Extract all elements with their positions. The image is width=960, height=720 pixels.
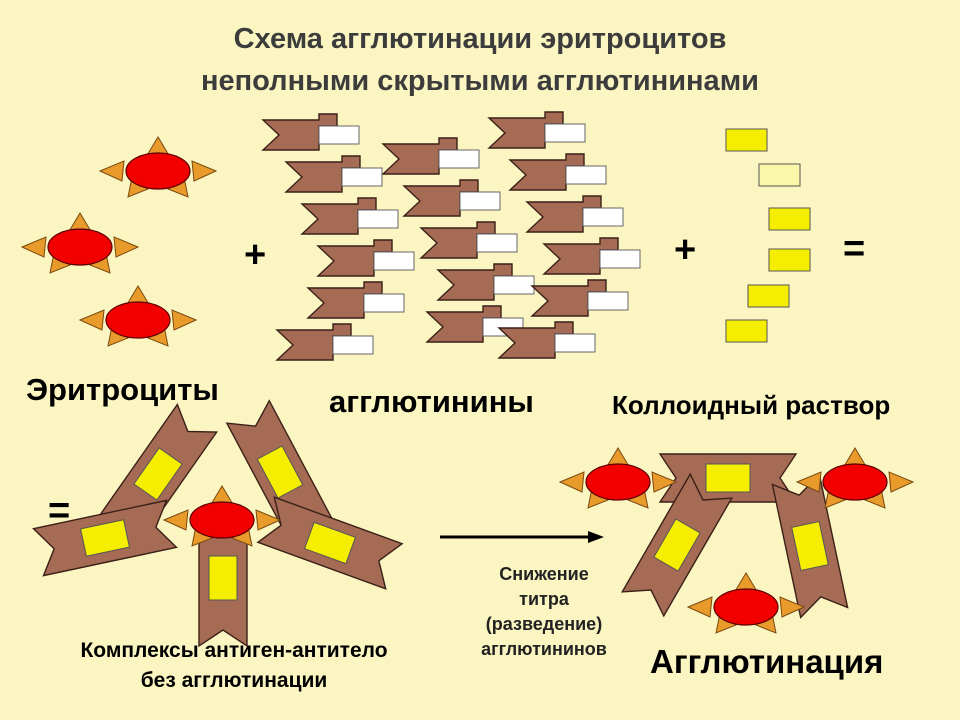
agglutinin-group bbox=[262, 111, 641, 361]
agglutinin bbox=[498, 321, 596, 359]
agglutinin bbox=[403, 179, 501, 217]
colloid-particle bbox=[758, 163, 801, 187]
agglutinin bbox=[307, 281, 405, 319]
colloid-particle bbox=[725, 128, 768, 152]
agglutinin bbox=[276, 323, 374, 361]
process-arrow bbox=[440, 531, 604, 543]
erythrocyte bbox=[79, 285, 197, 347]
complex-without-agglutination bbox=[32, 399, 403, 647]
arrow-caption-line-1: Снижение bbox=[499, 564, 589, 584]
label-agglutinins: агглютинины bbox=[329, 384, 534, 419]
agglutinin bbox=[382, 137, 480, 175]
agglutinin bbox=[543, 237, 641, 275]
agglutinin bbox=[285, 155, 383, 193]
label-complexes-line-2: без агглютинации bbox=[140, 669, 328, 692]
erythrocyte bbox=[687, 572, 805, 634]
agglutinin bbox=[488, 111, 586, 149]
equals-sign: = bbox=[843, 228, 866, 270]
agglutinin bbox=[531, 279, 629, 317]
arrow-caption-line-4: агглютининов bbox=[481, 639, 607, 659]
label-complexes: Комплексы антиген-антитело без агглютина… bbox=[35, 636, 433, 696]
label-colloid: Коллоидный раствор bbox=[612, 390, 891, 420]
label-erythrocytes: Эритроциты bbox=[26, 372, 219, 407]
colloid-particle bbox=[768, 207, 811, 231]
agglutinin bbox=[437, 263, 535, 301]
plus-sign: + bbox=[244, 234, 267, 276]
label-agglutination: Агглютинация bbox=[650, 643, 884, 680]
plus-sign: + bbox=[674, 229, 697, 271]
erythrocyte bbox=[163, 485, 281, 547]
erythrocyte-group bbox=[21, 136, 217, 347]
antibody-complex bbox=[257, 496, 403, 590]
erythrocyte bbox=[99, 136, 217, 198]
agglutinin bbox=[526, 195, 624, 233]
colloid-particle bbox=[768, 248, 811, 272]
title-line-2: неполными скрытыми агглютининами bbox=[201, 65, 759, 97]
colloid-particle bbox=[725, 319, 768, 343]
label-complexes-line-1: Комплексы антиген-антитело bbox=[80, 639, 388, 662]
agglutinin bbox=[262, 113, 360, 151]
arrow-caption-line-2: титра bbox=[519, 589, 569, 609]
arrow-caption: Снижение титра (разведение) агглютининов bbox=[455, 562, 633, 662]
erythrocyte bbox=[21, 212, 139, 274]
agglutinin bbox=[509, 153, 607, 191]
colloid-particle bbox=[747, 284, 790, 308]
equals-sign: = bbox=[48, 490, 71, 532]
arrow-caption-line-3: (разведение) bbox=[485, 614, 603, 634]
colloid-particles bbox=[725, 128, 811, 343]
agglutinin bbox=[301, 197, 399, 235]
agglutinin bbox=[420, 221, 518, 259]
agglutinin bbox=[317, 239, 415, 277]
page-title: Схема агглютинации эритроцитов неполными… bbox=[0, 18, 960, 102]
erythrocyte bbox=[559, 447, 677, 509]
title-line-1: Схема агглютинации эритроцитов bbox=[233, 23, 727, 55]
